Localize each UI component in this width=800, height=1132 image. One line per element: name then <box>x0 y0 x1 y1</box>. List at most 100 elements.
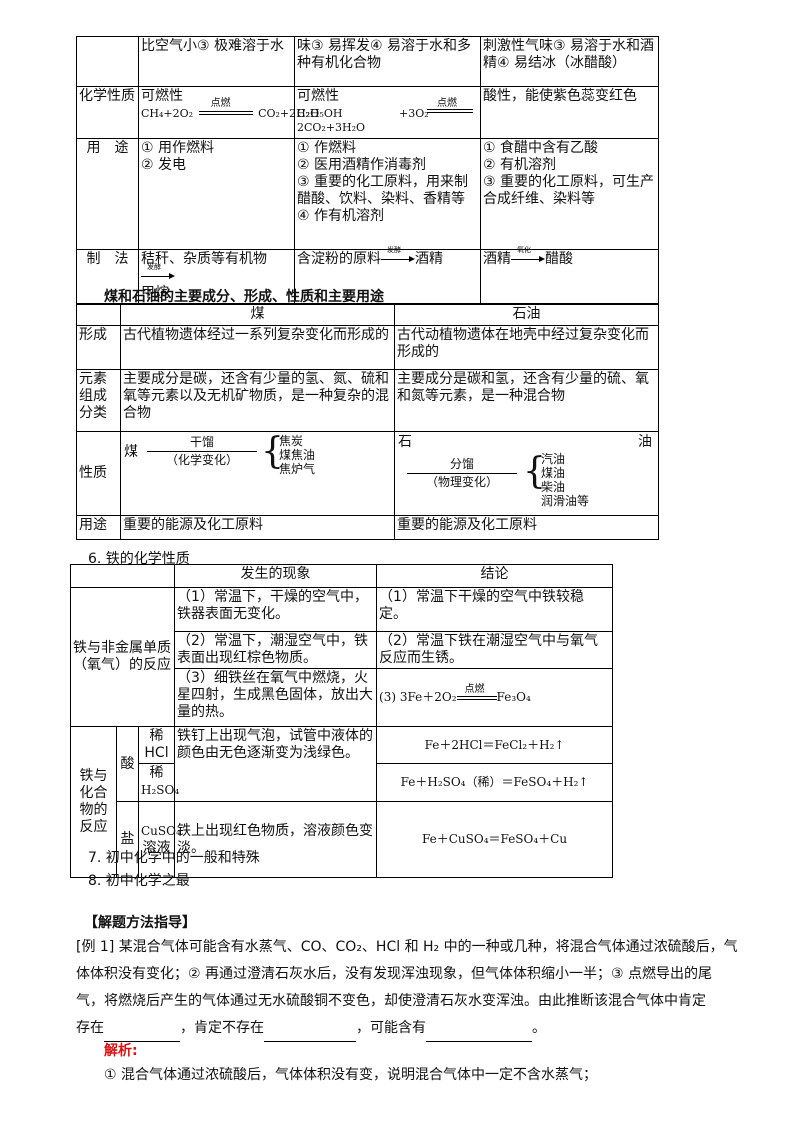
header-coal: 煤 <box>120 304 395 326</box>
methane-eq-condition: 点燃 <box>210 98 231 109</box>
h2so4-label-a: 稀 <box>149 765 164 781</box>
answer-blank-absent[interactable] <box>264 1026 356 1042</box>
row-label-usage: 用途 <box>76 515 121 540</box>
answer-blank-present[interactable] <box>104 1026 180 1042</box>
use-cell-acetic: ① 食醋中含有乙酸 ② 有机溶剂 ③ 重要的化工原料，可生产合成纤维、染料等 <box>480 138 659 250</box>
ethanol-eq-left: C₂H₅OH <box>297 107 343 120</box>
hcl-label: 稀 HCl <box>137 726 176 764</box>
method-ethanol-condition: 发酵 <box>387 246 401 254</box>
coal-petroleum-heading: 煤和石油的主要成分、形成、性质和主要用途 <box>104 289 384 305</box>
method-methane-condition: 发酵 <box>147 263 161 271</box>
cell <box>69 564 176 588</box>
coal-process-top: 干馏 <box>189 435 214 449</box>
header-conclusion: 结论 <box>376 564 614 588</box>
use-cell-methane: ① 用作燃料 ② 发电 <box>138 138 295 250</box>
method-acetic-product: 醋酸 <box>545 251 573 267</box>
method-cell-ethanol: 含淀粉的原料发酵酒精 <box>294 246 481 304</box>
cuso4-label-a: CuSO₄ <box>141 823 181 838</box>
method-cell-methane: 秸秆、杂质等有机物发酵 甲烷 <box>138 249 295 304</box>
header-phenomenon: 发生的现象 <box>174 564 378 588</box>
header-petroleum: 石油 <box>394 304 659 326</box>
physical-cell-methane: 比空气小③ 极难溶于水 <box>138 36 295 87</box>
combustion-eq-right: Fe₃O₄ <box>496 690 531 704</box>
methane-eq-left: CH₄+2O₂ <box>141 107 194 120</box>
example-prefix: [例 1] <box>76 939 119 955</box>
petroleum-product: 柴油 <box>541 480 566 494</box>
example-line-1: [例 1] 某混合气体可能含有水蒸气、CO、CO₂、HCl 和 H₂ 中的一种或… <box>76 934 756 961</box>
physical-cell-acetic: 刺激性气味③ 易溶于水和酒精④ 易结冰（冰醋酸） <box>480 36 659 87</box>
salt-phenomenon: 铁上出现红色物质，溶液颜色变淡。 <box>174 801 378 878</box>
petroleum-product: 煤油 <box>541 466 566 480</box>
chemical-cell-ethanol: 可燃性 C₂H₅OH +3O₂ 点燃 2CO₂+3H₂O <box>294 86 481 139</box>
acid-label: 酸 <box>116 726 139 802</box>
cell <box>76 304 121 326</box>
item-7: 7. 初中化学中的一般和特殊 <box>88 850 260 866</box>
analysis-label: 解析: <box>104 1043 138 1059</box>
ethanol-title: 可燃性 <box>297 88 339 104</box>
petroleum-product: 汽油 <box>541 452 566 466</box>
coal-petroleum-table: 煤 石油 形成 古代植物遗体经过一系列复杂变化而形成的 古代动植物遗体在地壳中经… <box>76 304 659 540</box>
group-label-compound: 铁与化合物的反应 <box>70 726 117 878</box>
h2so4-label-b: H₂SO₄ <box>141 783 180 797</box>
property-coal: 煤 干馏 （化学变化） { 焦炭 煤焦油 焦炉气 <box>120 431 395 516</box>
method-ethanol-source: 含淀粉的原料 <box>297 251 381 267</box>
h2so4-equation: Fe＋H₂SO₄（稀）＝FeSO₄＋H₂↑ <box>376 763 614 802</box>
list-item: ③ 重要的化工原料，用来制醋酸、饮料、染料、香精等 <box>297 174 469 207</box>
coal-product: 焦炭 <box>279 434 304 448</box>
example-line-2: 体体积没有变化；② 再通过澄清石灰水后，没有发现浑浊现象，但气体体积缩小一半；③… <box>76 966 712 982</box>
cuso4-label: CuSO₄ 溶液 <box>137 801 181 878</box>
list-item: ① 作燃料 <box>297 140 357 156</box>
method-acetic-condition: 氧化 <box>517 246 531 254</box>
item-8: 8. 初中化学之最 <box>88 873 190 889</box>
use-cell-ethanol: ① 作燃料 ② 医用酒精作消毒剂 ③ 重要的化工原料，用来制醋酸、饮料、染料、香… <box>294 138 481 250</box>
list-item: ② 有机溶剂 <box>483 157 557 173</box>
row-label-property: 性质 <box>76 431 121 516</box>
coal-product: 煤焦油 <box>279 448 316 462</box>
example-text: ，可能含有 <box>356 1020 426 1036</box>
acid-phenomenon: 铁钉上出现气泡，试管中液体的颜色由无色逐渐变为浅绿色。 <box>174 726 378 802</box>
example-line-4: 存在，肯定不存在，可能含有。 <box>76 1015 756 1042</box>
coal-process-bottom: （化学变化） <box>165 453 238 467</box>
example-text: 某混合气体可能含有水蒸气、CO、CO₂、HCl 和 H₂ 中的一种或几种，将混合… <box>118 939 738 955</box>
phenomenon-3: （3）细铁丝在氧气中燃烧，火星四射，生成黑色固体，放出大量的热。 <box>174 668 378 727</box>
formation-coal: 古代植物遗体经过一系列复杂变化而形成的 <box>120 325 395 370</box>
list-item: ② 发电 <box>141 157 187 173</box>
hcl-equation: Fe＋2HCl＝FeCl₂＋H₂↑ <box>376 726 614 764</box>
cuso4-equation: Fe＋CuSO₄＝FeSO₄＋Cu <box>376 801 614 878</box>
chemical-cell-acetic: 酸性，能使紫色蕊变红色 <box>480 86 659 139</box>
method-acetic-source: 酒精 <box>483 251 511 267</box>
brace-icon: { <box>261 431 284 472</box>
petroleum-process-top: 分馏 <box>449 457 474 471</box>
example-text: 。 <box>532 1020 546 1036</box>
analysis-line-1: ① 混合气体通过浓硫酸后，气体体积没有变，说明混合气体中一定不含水蒸气； <box>104 1067 597 1083</box>
list-item: ② 医用酒精作消毒剂 <box>297 157 427 173</box>
property-petroleum: 石 油 分馏 （物理变化） { 汽油 煤油 柴油 润滑油等 <box>394 431 659 516</box>
list-item: ① 食醋中含有乙酸 <box>483 140 599 156</box>
method-cell-acetic: 酒精氧化醋酸 <box>480 246 659 304</box>
example-block: [例 1] 某混合气体可能含有水蒸气、CO、CO₂、HCl 和 H₂ 中的一种或… <box>76 934 756 1042</box>
example-line-3: 气，将燃烧后产生的气体通过无水硫酸铜不变色，却使澄清石灰水变浑浊。由此推断该混合… <box>76 993 706 1009</box>
petroleum-word-a: 石 <box>398 434 412 450</box>
ethanol-eq-mid: +3O₂ <box>399 107 429 120</box>
methane-eq-right: CO₂+2H₂O <box>258 107 320 120</box>
conclusion-1: （1）常温下干燥的空气中铁较稳定。 <box>376 587 614 632</box>
chemical-cell-methane: 可燃性 CH₄+2O₂ 点燃 CO₂+2H₂O <box>138 86 319 139</box>
row-label-use: 用 途 <box>76 138 139 250</box>
petroleum-word-b: 油 <box>638 434 652 450</box>
method-methane-source: 秸秆、杂质等有机物 <box>141 251 267 267</box>
phenomenon-1: （1）常温下，干燥的空气中，铁器表面无变化。 <box>174 587 378 632</box>
petroleum-product: 润滑油等 <box>541 494 590 508</box>
method-heading: 【解题方法指导】 <box>84 915 196 931</box>
row-label-method: 制 法 <box>76 249 139 304</box>
example-text: 存在 <box>76 1020 104 1036</box>
phenomenon-2: （2）常温下，潮湿空气中，铁表面出现红棕色物质。 <box>174 631 378 669</box>
petroleum-process-bottom: （物理变化） <box>425 475 498 489</box>
answer-blank-possible[interactable] <box>426 1026 532 1042</box>
physical-cell-ethanol: 味③ 易挥发④ 易溶于水和多种有机化合物 <box>294 36 481 87</box>
ethanol-eq-right: 2CO₂+3H₂O <box>297 121 366 134</box>
h2so4-label: 稀 H₂SO₄ <box>137 763 180 802</box>
methane-title: 可燃性 <box>141 88 183 104</box>
usage-coal: 重要的能源及化工原料 <box>120 515 395 540</box>
brace-icon: { <box>523 451 546 492</box>
